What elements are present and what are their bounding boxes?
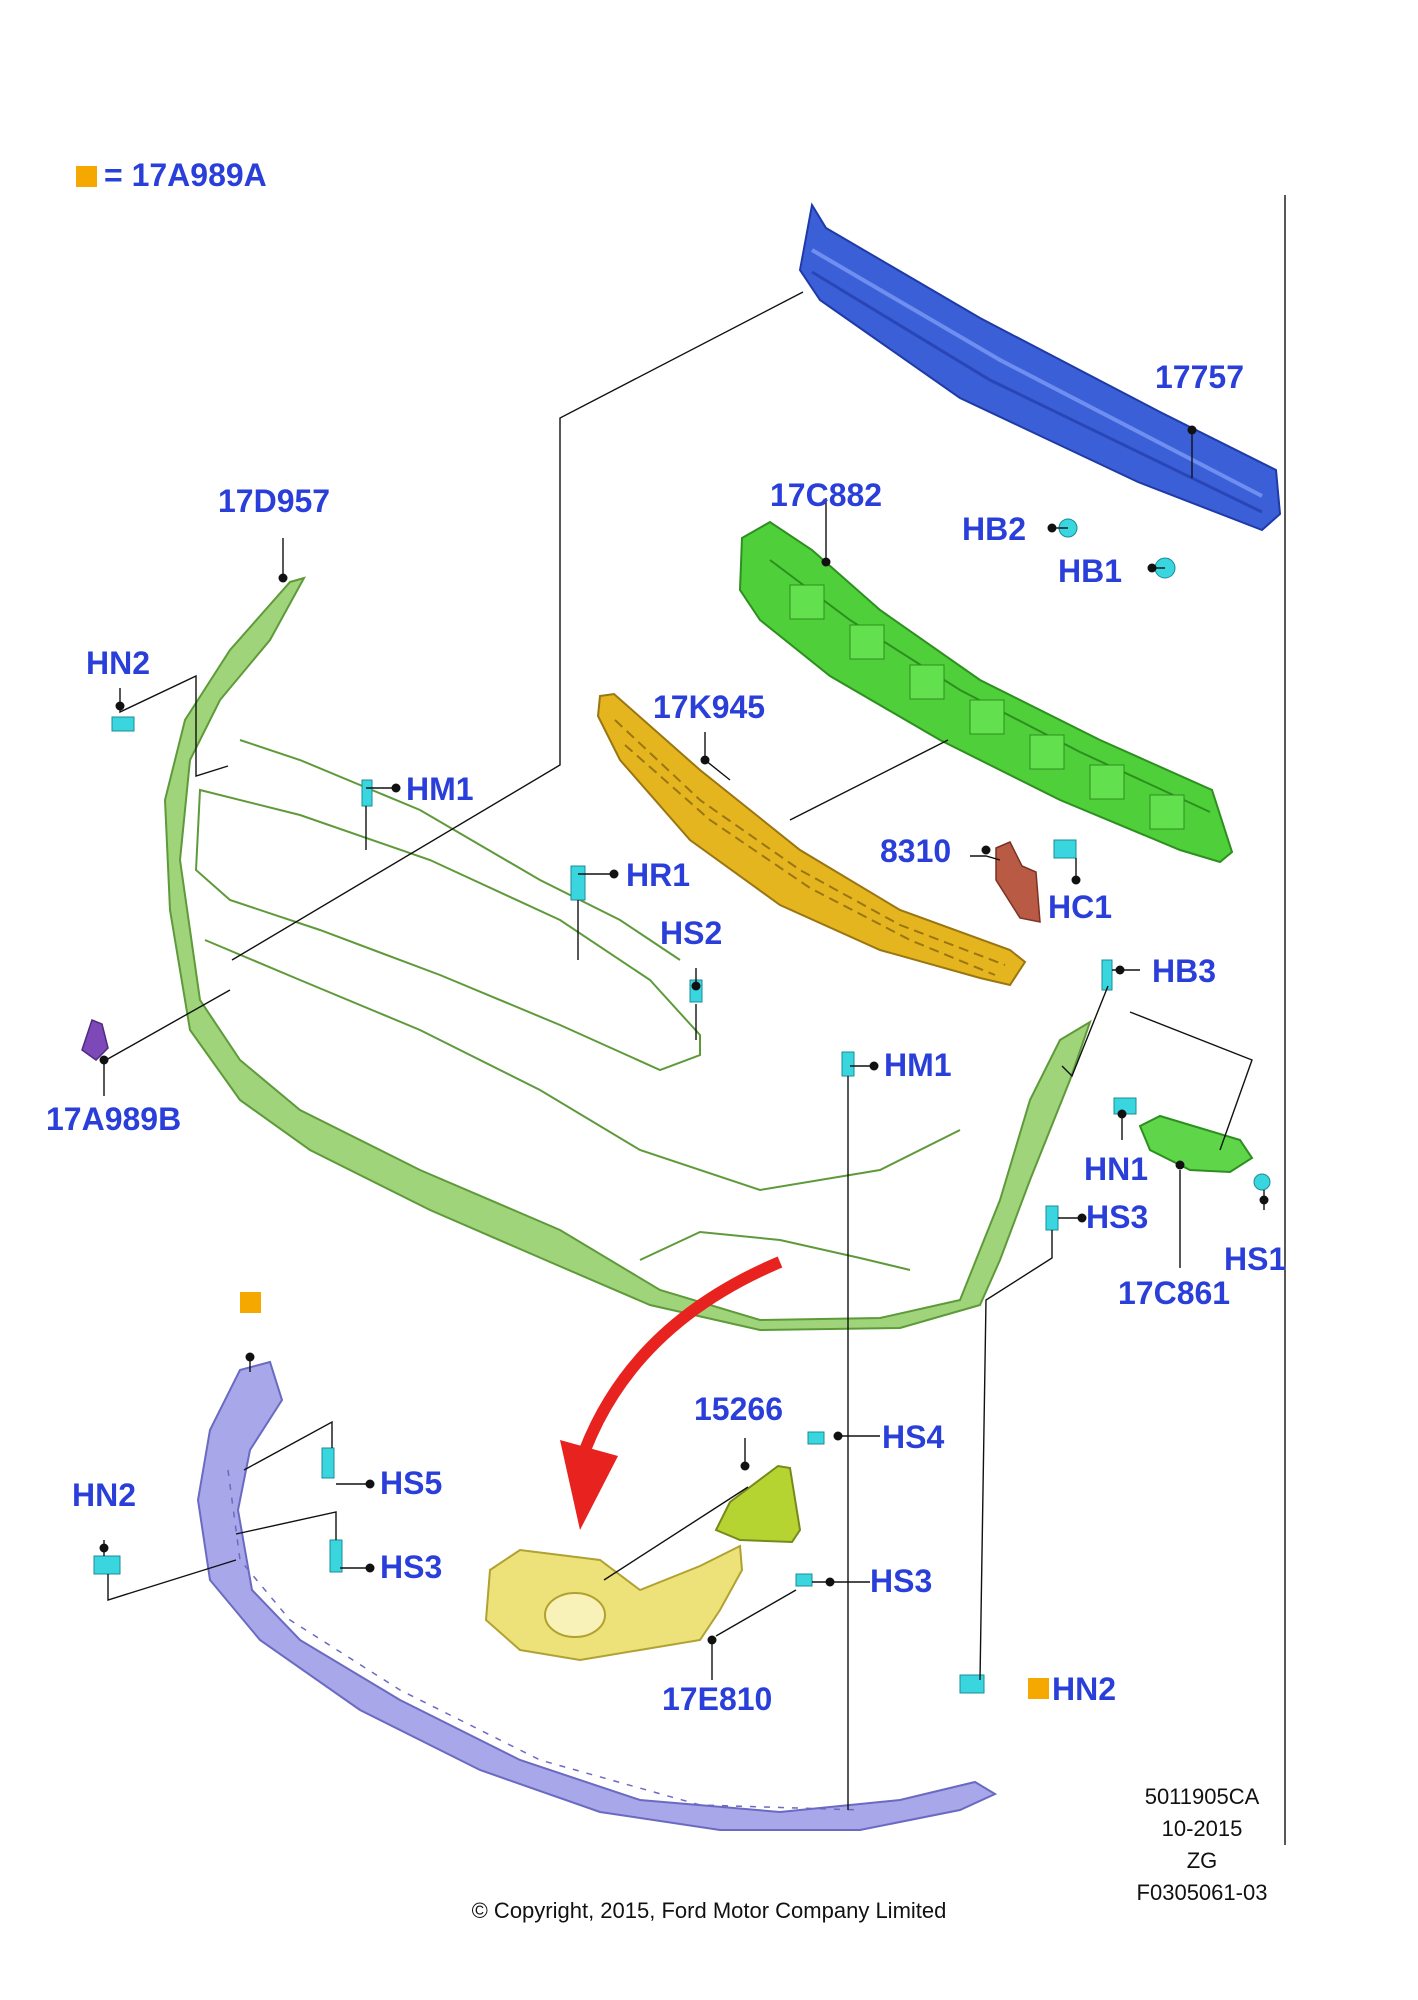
fog-lamp-bezel bbox=[484, 1544, 744, 1662]
lower-spoiler bbox=[196, 1360, 998, 1831]
label-hs5: HS5 bbox=[380, 1465, 442, 1501]
label-hm1-b: HM1 bbox=[884, 1047, 952, 1083]
label-17d957: 17D957 bbox=[218, 483, 330, 519]
fastener-hb3 bbox=[1101, 959, 1113, 991]
label-hn1: HN1 bbox=[1084, 1151, 1148, 1187]
marker-17a989a-hn2 bbox=[1028, 1678, 1049, 1699]
meta-figure: F0305061-03 bbox=[1137, 1880, 1268, 1905]
label-hn2-c: HN2 bbox=[1052, 1671, 1116, 1707]
marker-17a989a-spoiler bbox=[240, 1292, 261, 1313]
fastener-hm1-a bbox=[361, 779, 373, 807]
label-hs3-c: HS3 bbox=[870, 1563, 932, 1599]
label-17k945: 17K945 bbox=[653, 689, 765, 725]
fastener-hr1 bbox=[570, 865, 586, 901]
label-hs1: HS1 bbox=[1224, 1241, 1286, 1277]
meta-code: 5011905CA bbox=[1145, 1784, 1260, 1809]
fastener-hn2-a bbox=[111, 716, 135, 732]
label-hn2-b: HN2 bbox=[72, 1477, 136, 1513]
label-hs3-b: HS3 bbox=[380, 1549, 442, 1585]
direction-arrow bbox=[560, 1256, 783, 1530]
legend-marker bbox=[76, 166, 97, 187]
air-deflector bbox=[995, 841, 1041, 923]
fastener-hs5 bbox=[321, 1447, 335, 1479]
label-hb1: HB1 bbox=[1058, 553, 1122, 589]
label-17c882: 17C882 bbox=[770, 477, 882, 513]
meta-initials: ZG bbox=[1187, 1848, 1218, 1873]
bracket-15266 bbox=[714, 1464, 802, 1544]
label-hn2-a: HN2 bbox=[86, 645, 150, 681]
label-hm1-a: HM1 bbox=[406, 771, 474, 807]
bumper-cover bbox=[163, 576, 1092, 1332]
label-8310: 8310 bbox=[880, 833, 951, 869]
label-hs2: HS2 bbox=[660, 915, 722, 951]
label-hs3-a: HS3 bbox=[1086, 1199, 1148, 1235]
meta-date: 10-2015 bbox=[1162, 1816, 1243, 1841]
label-hc1: HC1 bbox=[1048, 889, 1112, 925]
fastener-hs1 bbox=[1253, 1173, 1271, 1191]
figure-meta: 5011905CA 10-2015 ZG F0305061-03 bbox=[1137, 1784, 1268, 1905]
copyright: © Copyright, 2015, Ford Motor Company Li… bbox=[472, 1898, 947, 1923]
fastener-hs3-b bbox=[329, 1539, 343, 1573]
fastener-hs3-c bbox=[795, 1573, 813, 1587]
label-hs4: HS4 bbox=[882, 1419, 944, 1455]
label-15266: 15266 bbox=[694, 1391, 783, 1427]
label-17757: 17757 bbox=[1155, 359, 1244, 395]
fastener-hn2-b bbox=[93, 1555, 121, 1575]
bumper-reinforcement bbox=[798, 202, 1282, 532]
part-labels: 17757 17C882 HB2 HB1 17D957 HN2 17K945 H… bbox=[46, 359, 1286, 1717]
fastener-hm1-b bbox=[841, 1051, 855, 1077]
fastener-hs3-a bbox=[1045, 1205, 1059, 1231]
retainer-17a989b bbox=[81, 1019, 109, 1061]
grille bbox=[596, 692, 1027, 987]
label-17a989b: 17A989B bbox=[46, 1101, 181, 1137]
label-hr1: HR1 bbox=[626, 857, 690, 893]
label-hb2: HB2 bbox=[962, 511, 1026, 547]
fastener-hc1 bbox=[1053, 839, 1077, 859]
energy-absorber bbox=[738, 520, 1234, 864]
label-hb3: HB3 bbox=[1152, 953, 1216, 989]
label-17c861: 17C861 bbox=[1118, 1275, 1230, 1311]
legend-text: = 17A989A bbox=[104, 157, 267, 193]
label-17e810: 17E810 bbox=[662, 1681, 772, 1717]
fastener-hn2-c bbox=[959, 1674, 985, 1694]
leader-dots bbox=[99, 425, 1269, 1645]
bracket-17c861 bbox=[1138, 1114, 1254, 1174]
fastener-hs4 bbox=[807, 1431, 825, 1445]
